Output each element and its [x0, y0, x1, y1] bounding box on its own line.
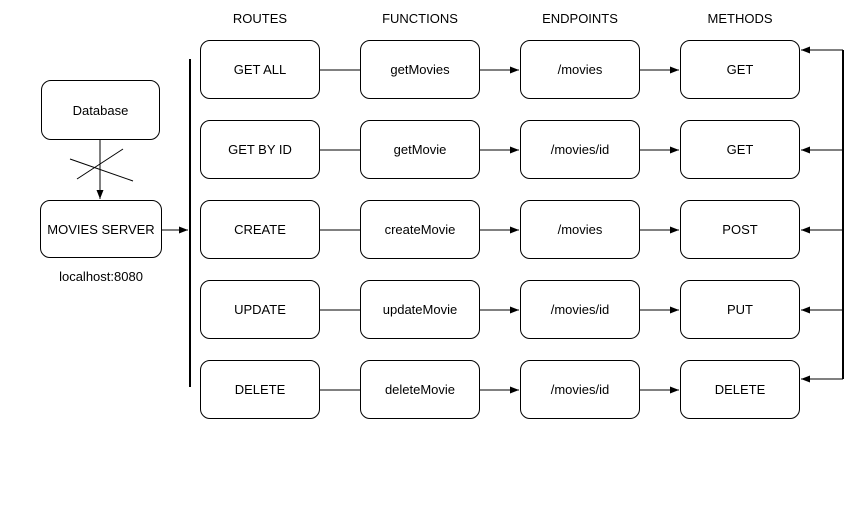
route-node-get-by-id: GET BY ID	[200, 120, 320, 179]
column-header-endpoints: ENDPOINTS	[542, 11, 618, 26]
function-node-createmovie: createMovie	[360, 200, 480, 259]
function-node-getmovie: getMovie	[360, 120, 480, 179]
cross-stroke-1	[69, 158, 134, 182]
route-node-delete: DELETE	[200, 360, 320, 419]
route-node-create: CREATE	[200, 200, 320, 259]
route-node-get-all: GET ALL	[200, 40, 320, 99]
endpoint-node-movies-2: /movies	[520, 200, 640, 259]
endpoint-node-movies-id-1: /movies/id	[520, 120, 640, 179]
function-node-deletemovie: deleteMovie	[360, 360, 480, 419]
cross-stroke-2	[76, 148, 124, 180]
function-node-updatemovie: updateMovie	[360, 280, 480, 339]
column-header-functions: FUNCTIONS	[382, 11, 458, 26]
method-node-get-2: GET	[680, 120, 800, 179]
database-to-server-arrow	[69, 140, 134, 199]
function-node-getmovies: getMovies	[360, 40, 480, 99]
method-node-get-1: GET	[680, 40, 800, 99]
endpoint-node-movies-1: /movies	[520, 40, 640, 99]
endpoint-node-movies-id-2: /movies/id	[520, 280, 640, 339]
database-node: Database	[41, 80, 160, 140]
column-header-methods: METHODS	[707, 11, 773, 26]
endpoint-node-movies-id-3: /movies/id	[520, 360, 640, 419]
methods-return-line	[801, 46, 844, 383]
method-node-put: PUT	[680, 280, 800, 339]
column-header-routes: ROUTES	[232, 11, 288, 26]
method-node-post: POST	[680, 200, 800, 259]
route-node-update: UPDATE	[200, 280, 320, 339]
row-connectors	[320, 66, 679, 394]
server-address-label: localhost:8080	[59, 269, 143, 284]
movies-server-node: MOVIES SERVER	[40, 200, 162, 258]
method-node-delete: DELETE	[680, 360, 800, 419]
